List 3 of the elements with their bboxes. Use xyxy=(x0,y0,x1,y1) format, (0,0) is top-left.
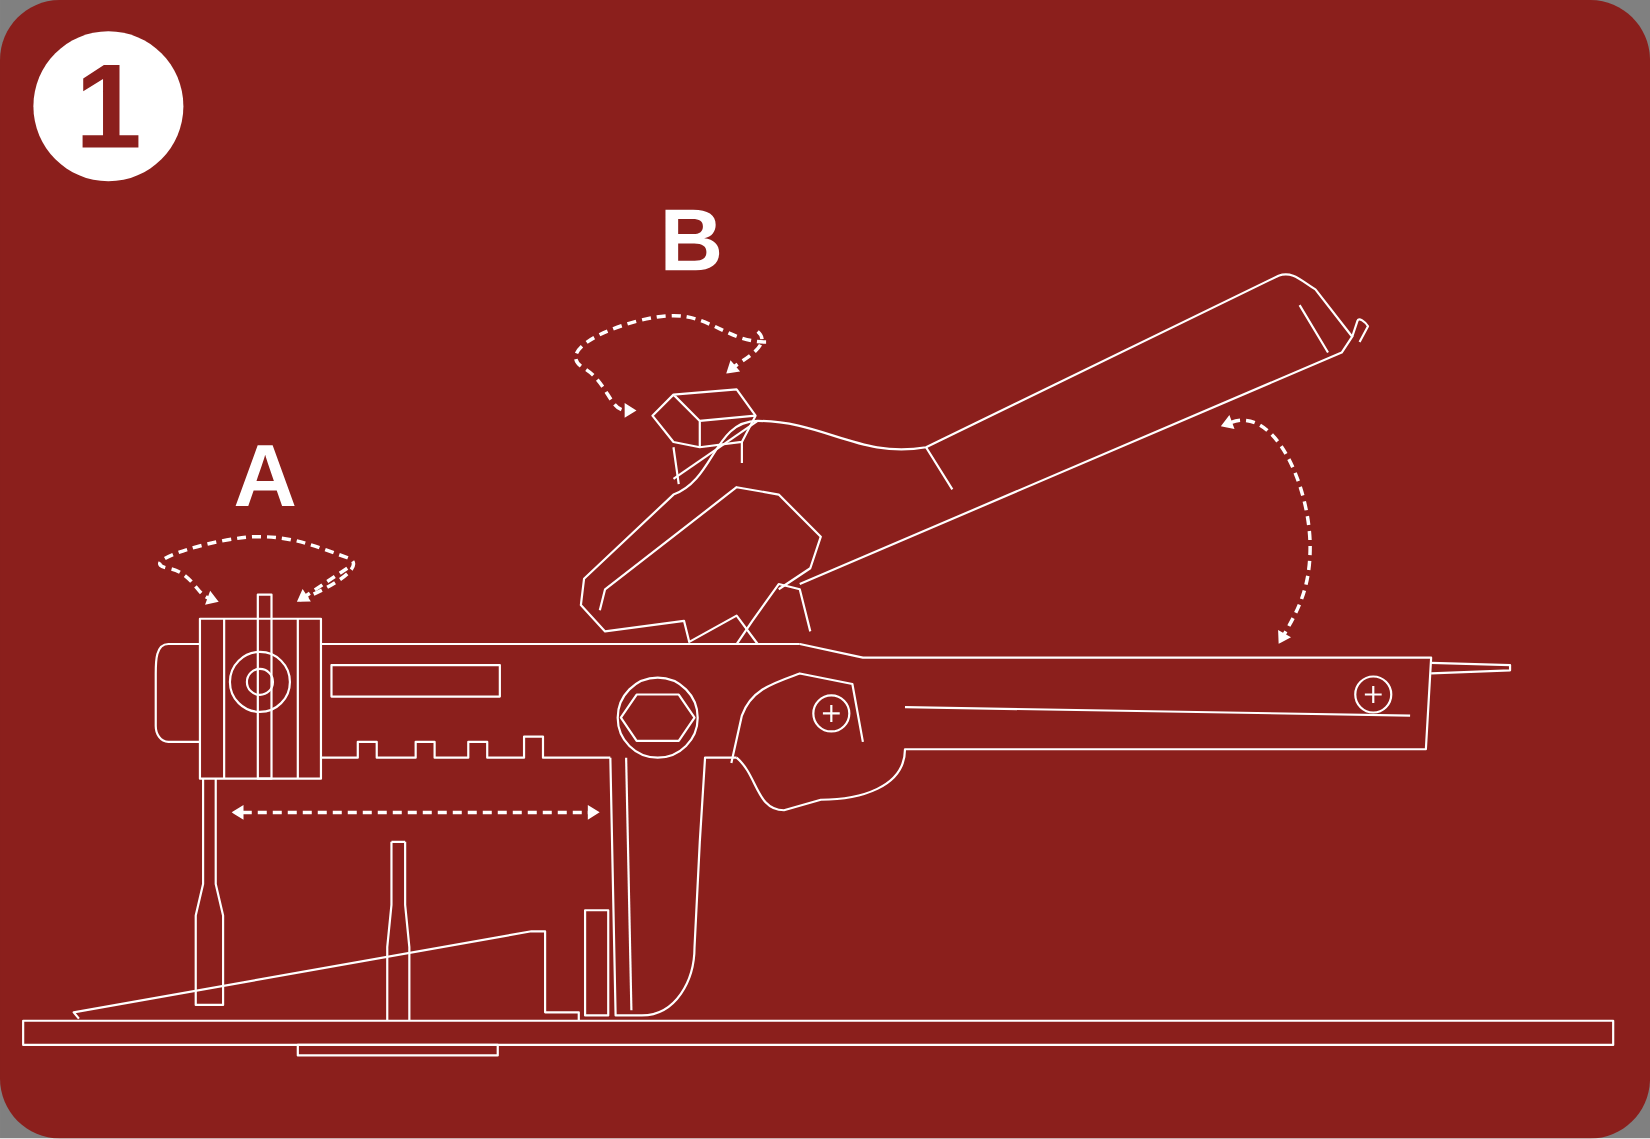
callout-letter: A xyxy=(235,445,295,507)
callout-letter: B xyxy=(665,209,720,271)
step-number-badge: 1 xyxy=(33,31,184,182)
